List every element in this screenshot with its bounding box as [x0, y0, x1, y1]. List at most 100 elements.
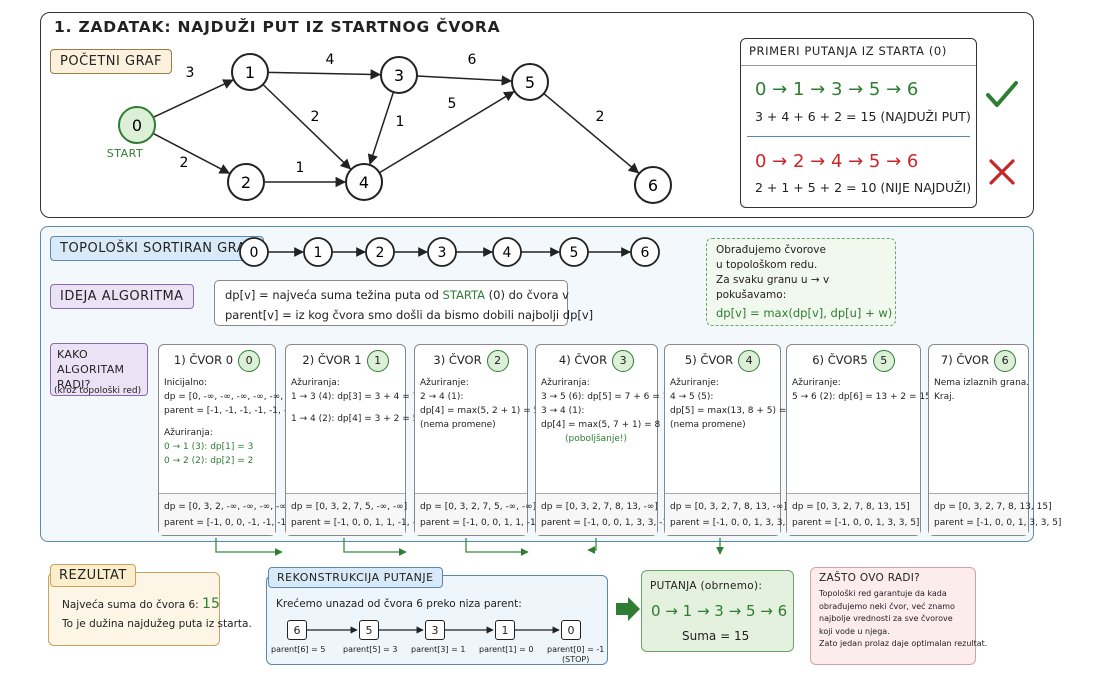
topo-node-label-1: 1 [314, 245, 323, 261]
check-icon [986, 81, 1018, 107]
recon-arrows [307, 626, 560, 634]
graph-node-0 [118, 106, 156, 144]
edge-0-1 [152, 79, 234, 119]
step-parent-array: parent = [-1, 0, 0, 1, 3, 3, 5] [792, 518, 920, 529]
graph-node-label-5: 5 [525, 73, 535, 92]
why-line-4: koji vode u njega. [819, 626, 890, 636]
why-line-3: najbolje vrednosti za sve čvorove [819, 614, 953, 623]
graph-node-1 [231, 53, 269, 91]
step-body: Ažuriranje:5 → 6 (2): dp[6] = 13 + 2 = 1… [792, 377, 931, 405]
step-parent-array: parent = [-1, 0, 0, 1, 3, 3, -1] [541, 518, 672, 529]
step-line: Inicijalno: [164, 378, 208, 388]
why-line-1: Topološki red garantuje da kada [819, 589, 947, 598]
idea-line2: parent[v] = iz kog čvora smo došli da bi… [225, 308, 594, 322]
step-dp-array: dp = [0, 3, 2, 7, 8, 13, 15] [792, 502, 910, 512]
step-line: Kraj. [934, 391, 955, 402]
step-dp-array: dp = [0, 3, 2, -∞, -∞, -∞, -∞] [164, 502, 291, 512]
bad-path: 0 → 2 → 4 → 5 → 6 [755, 151, 919, 172]
step-parent-array: parent = [-1, 0, 0, 1, 1, -1, -1] [291, 518, 425, 529]
step-line: dp = [0, -∞, -∞, -∞, -∞, -∞, -∞] [164, 391, 301, 402]
step-dp-array: dp = [0, 3, 2, 7, 5, -∞, -∞] [420, 502, 537, 512]
step-body: Ažuriranje:2 → 4 (1):dp[4] = max(5, 2 + … [420, 377, 540, 433]
step-title-text: 4) ČVOR [558, 353, 608, 368]
examples-box: PRIMERI PUTANJA IZ STARTA (0) 0 → 1 → 3 … [740, 38, 977, 208]
edge-weight-0-2: 2 [180, 155, 189, 171]
graph-node-label-1: 1 [245, 63, 255, 82]
step-body: Ažuriranje:4 → 5 (5):dp[5] = max(13, 8 +… [670, 377, 801, 433]
topo-node-label-4: 4 [503, 245, 512, 261]
why-title: ZAŠTO OVO RADI? [819, 572, 921, 584]
step-state: dp = [0, 3, 2, 7, 8, 13, -∞]parent = [-1… [665, 493, 801, 535]
step-line: dp[4] = max(5, 2 + 1) = 5 [420, 405, 540, 416]
graph-node-label-6: 6 [648, 176, 658, 195]
edge-3-4 [367, 91, 395, 165]
step-line: Ažuriranje: [670, 378, 719, 388]
step-dp-array: dp = [0, 3, 2, 7, 8, 13, 15] [934, 502, 1052, 512]
step-dp-array: dp = [0, 3, 2, 7, 8, 13, -∞] [541, 502, 658, 512]
step-state: dp = [0, 3, 2, 7, 5, -∞, -∞] parent = [-1… [286, 493, 425, 535]
idea-box: dp[v] = najveća suma težina puta od STAR… [214, 280, 594, 326]
step-line: dp[4] = max(5, 7 + 1) = 8 [541, 419, 661, 430]
recon-intro: Krećemo unazad od čvora 6 preko niza par… [276, 598, 522, 610]
graph-node-4 [345, 163, 383, 201]
edge-weight-3-5: 6 [468, 52, 477, 68]
result-line1-text: Najveća suma do čvora 6: [62, 599, 199, 611]
edge-1-4 [262, 83, 352, 170]
step-flow-arrows [215, 538, 724, 556]
step-dp-array: dp = [0, 3, 2, 7, 5, -∞, -∞] [291, 502, 408, 512]
step-title-text: 6) ČVOR5 [812, 353, 868, 368]
step-state: dp = [0, 3, 2, -∞, -∞, -∞, -∞] parent = [… [159, 493, 305, 535]
edge-5-6 [543, 92, 640, 174]
step-state: dp = [0, 3, 2, 7, 8, 13, -∞] parent = [-1… [536, 493, 672, 535]
step-line: 1 → 4 (2): dp[4] = 3 + 2 = 5 [291, 413, 419, 424]
result-label: REZULTAT [50, 564, 136, 587]
idea-line1-end: (0) do čvora v [485, 288, 569, 302]
why-line-5: Zato jedan prolaz daje optimalan rezulta… [819, 639, 988, 648]
graph-node-3 [380, 56, 418, 94]
step-line [291, 405, 401, 413]
step-line: Ažuriranja: [164, 427, 213, 438]
step-line: (poboljšanje!) [565, 433, 628, 444]
graph-node-5 [511, 63, 549, 101]
how-label-line2: ALGORITAM RADI? [57, 363, 125, 391]
step-node-badge: 6 [994, 350, 1017, 372]
how-sub: (kroz topološki red) [54, 386, 142, 396]
step-parent-array: parent = [-1, 0, 0, 1, 1, -1, -1] [420, 518, 554, 529]
examples-divider-top [741, 65, 976, 66]
recon-node-0: 0 [561, 620, 581, 640]
step-line: 3 → 5 (6): dp[5] = 7 + 6 = 13 [541, 391, 675, 402]
step-line: 2 → 4 (1): [420, 391, 464, 402]
step-parent-array: parent = [-1, 0, 0, 1, 3, 3, -1] [670, 518, 801, 529]
idea-label: IDEJA ALGORITMA [50, 284, 194, 309]
path-box [641, 570, 794, 652]
edge-weight-1-3: 4 [326, 52, 335, 68]
step-state: dp = [0, 3, 2, 7, 5, -∞, -∞] parent = [-1… [415, 493, 554, 535]
recon-caption: parent[3] = 1 [411, 645, 466, 654]
path-label: PUTANJA (obrnemo): [650, 580, 763, 592]
recon-stop: (STOP) [562, 655, 590, 664]
step-parent-array: parent = [-1, 0, 0, -1, -1, -1, -1] [164, 518, 305, 529]
step-line [164, 419, 271, 427]
recon-caption: parent[0] = -1 [547, 645, 605, 654]
why-box: ZAŠTO OVO RADI? Topološki red garantuje … [810, 567, 988, 665]
note-formula: dp[v] = max(dp[v], dp[u] + w) [716, 306, 893, 320]
step-node-badge: 4 [738, 350, 761, 372]
note-line-4: pokušavamo: [716, 289, 787, 301]
recon-caption: parent[1] = 0 [479, 645, 534, 654]
idea-start-highlight: STARTA [442, 288, 485, 302]
step-line: 5 → 6 (2): dp[6] = 13 + 2 = 15 [792, 391, 931, 402]
graph-node-label-3: 3 [394, 66, 404, 85]
edge-0-2 [152, 132, 231, 174]
edge-1-3 [267, 69, 382, 80]
step-node-badge: 1 [366, 350, 389, 372]
